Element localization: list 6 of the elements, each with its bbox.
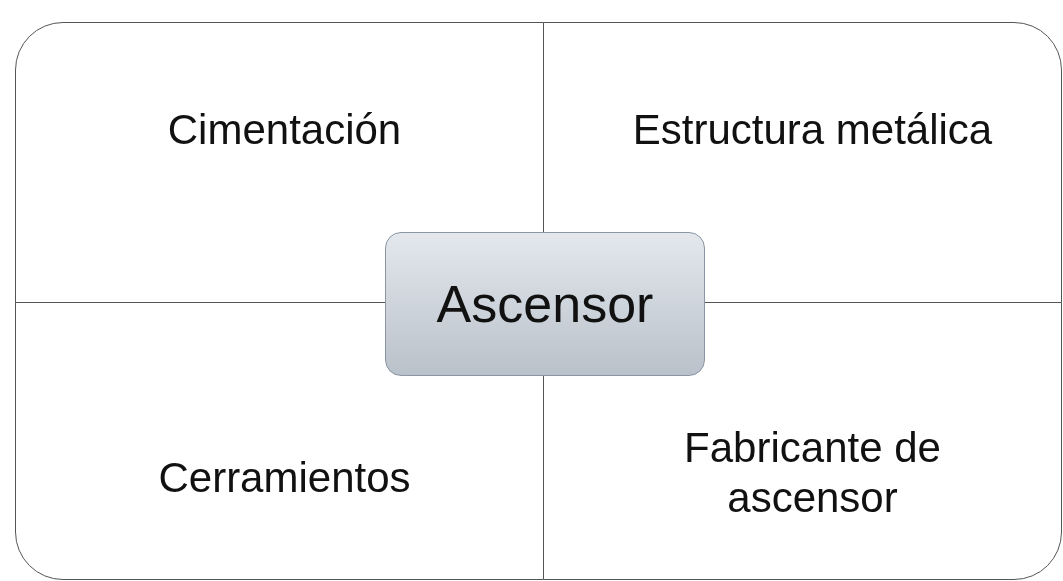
quadrant-label: Cimentación — [167, 106, 402, 153]
quadrant-label: Fabricante de ascensor — [684, 424, 941, 522]
center-box — [385, 232, 705, 376]
center-label: Ascensor — [436, 274, 654, 334]
quadrant-label: Cerramientos — [158, 454, 411, 501]
quadrant-label: Estructura metálica — [632, 106, 993, 153]
